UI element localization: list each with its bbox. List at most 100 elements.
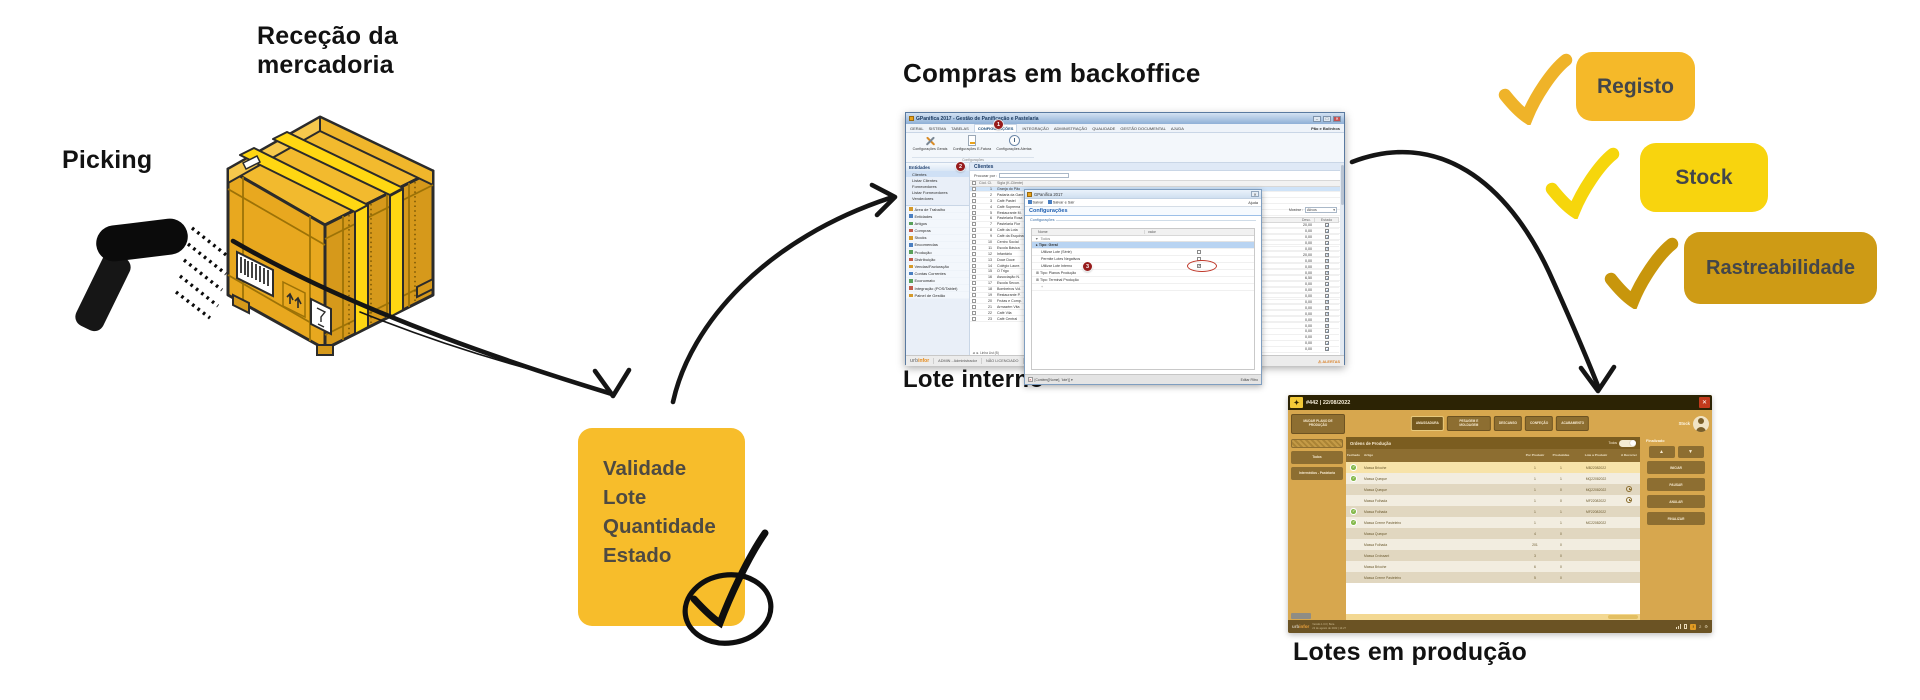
module-item[interactable]: Compras	[906, 227, 969, 235]
estado-checkbox[interactable]	[1325, 264, 1329, 270]
config-row[interactable]: Tipo: Terminal Produção	[1032, 277, 1254, 284]
sort-down-button[interactable]: ▼	[1677, 446, 1704, 458]
nav-item[interactable]: Clientes	[906, 171, 969, 178]
phase-button[interactable]: DESCANSO	[1493, 416, 1522, 431]
estado-checkbox[interactable]	[1325, 341, 1329, 347]
estado-checkbox[interactable]	[1325, 252, 1329, 258]
module-item[interactable]: Artigos	[906, 220, 969, 228]
grid-pager[interactable]: ◄ ► Linha List (B)	[972, 351, 999, 355]
row-checkbox[interactable]	[972, 316, 976, 321]
production-row[interactable]: Massa Creme Pasteleiro 5 0	[1346, 572, 1640, 583]
row-checkbox[interactable]	[972, 239, 976, 244]
sort-up-button[interactable]: ▲	[1648, 446, 1675, 458]
row-checkbox[interactable]	[972, 216, 976, 221]
row-checkbox[interactable]	[972, 281, 976, 286]
config-alertas-button[interactable]: Configurações Alertas	[994, 135, 1034, 162]
nav-item[interactable]: Fornecedores	[912, 183, 937, 189]
config-checkbox[interactable]	[1196, 249, 1202, 255]
vertical-scrollbar[interactable]	[1340, 163, 1344, 355]
row-checkbox[interactable]	[972, 275, 976, 280]
phase-button[interactable]: ACABAMENTO	[1556, 416, 1590, 431]
nav-item[interactable]: Listar Clientes	[912, 177, 938, 183]
config-row[interactable]: Permite Lotes Negativos	[1032, 256, 1254, 263]
phase-button[interactable]: AMASSADURA	[1410, 416, 1444, 431]
avatar[interactable]	[1693, 415, 1709, 432]
sidebar-filter-button[interactable]	[1291, 439, 1343, 448]
row-checkbox[interactable]	[972, 192, 976, 197]
nav-item[interactable]: Listar Fornecedores	[912, 190, 948, 196]
row-checkbox[interactable]	[972, 269, 976, 274]
estado-checkbox[interactable]	[1325, 288, 1329, 294]
help-button[interactable]: Ajuda	[1248, 200, 1258, 205]
phase-button[interactable]: PESAGEM E MOLDAGEM	[1446, 416, 1491, 431]
estado-checkbox[interactable]	[1325, 276, 1329, 282]
row-checkbox[interactable]	[972, 310, 976, 315]
gear-icon[interactable]: ⚙	[1704, 624, 1708, 629]
maximize-button[interactable]: □	[1323, 115, 1331, 122]
production-row[interactable]: Massa Creme Pasteleiro 1 1 MC22082022	[1346, 517, 1640, 528]
ribbon-tab[interactable]: GESTÃO DOCUMENTAL	[1120, 125, 1166, 131]
select-all-checkbox[interactable]	[972, 181, 976, 186]
close-button[interactable]: ✕	[1699, 397, 1710, 408]
alert-icon[interactable]: !	[1690, 623, 1697, 630]
ribbon-tab[interactable]: INTEGRAÇÃO	[1022, 125, 1049, 131]
nav-item[interactable]: Vendedores	[912, 196, 934, 202]
production-row[interactable]: Massa Queque 4 0	[1346, 528, 1640, 539]
estado-checkbox[interactable]	[1325, 282, 1329, 288]
config-gerais-button[interactable]: Configurações Gerais	[910, 135, 950, 162]
save-button[interactable]: Salvar	[1028, 200, 1043, 205]
row-checkbox[interactable]	[972, 292, 976, 297]
estado-checkbox[interactable]	[1325, 223, 1329, 229]
horizontal-scrollbar[interactable]	[1346, 614, 1640, 620]
estado-checkbox[interactable]	[1325, 329, 1329, 335]
production-row[interactable]: Massa Brioche 1 1 MB22082022	[1346, 462, 1640, 473]
phase-button[interactable]: CONFEÇÃO	[1524, 416, 1554, 431]
row-checkbox[interactable]	[972, 222, 976, 227]
row-checkbox[interactable]	[972, 245, 976, 250]
production-row[interactable]: Massa Croissant 3 0	[1346, 550, 1640, 561]
config-row[interactable]: Tipo: Planos Produção	[1032, 270, 1254, 277]
todos-toggle[interactable]	[1619, 439, 1636, 447]
ribbon-tab[interactable]: GERAL	[910, 125, 924, 131]
row-checkbox[interactable]	[972, 204, 976, 209]
module-item[interactable]: Contas Correntes	[906, 270, 969, 278]
save-exit-button[interactable]: Salvar e Sair	[1048, 200, 1075, 205]
estado-checkbox[interactable]	[1325, 241, 1329, 247]
search-input[interactable]	[999, 173, 1070, 178]
module-item[interactable]: Distribuição	[906, 256, 969, 264]
production-row[interactable]: Massa Folhada 201 0	[1346, 539, 1640, 550]
action-button[interactable]: INICIAR	[1647, 461, 1705, 474]
ribbon-tab[interactable]: TABELAS	[951, 125, 969, 131]
config-row[interactable]	[1032, 284, 1254, 291]
module-item[interactable]: Stocks	[906, 234, 969, 242]
mostrar-dropdown[interactable]: Ativos ▾	[1305, 207, 1337, 213]
config-row[interactable]: Tipo: Geral	[1032, 242, 1254, 249]
estado-checkbox[interactable]	[1325, 305, 1329, 311]
module-item[interactable]: Produção	[906, 249, 969, 257]
ribbon-tab[interactable]: QUALIDADE	[1092, 125, 1116, 131]
sidebar-filter-button[interactable]: Todos	[1291, 451, 1343, 464]
close-button[interactable]: ✕	[1333, 115, 1341, 122]
estado-checkbox[interactable]	[1325, 246, 1329, 252]
estado-checkbox[interactable]	[1325, 229, 1329, 235]
action-button[interactable]: FINALIZAR	[1647, 512, 1705, 525]
module-item[interactable]: Encomendas	[906, 241, 969, 250]
minimize-button[interactable]: –	[1313, 115, 1321, 122]
module-item[interactable]: Integração (POS/Tablet)	[906, 285, 969, 293]
row-checkbox[interactable]	[972, 198, 976, 203]
row-checkbox[interactable]	[972, 186, 976, 191]
corner-button[interactable]	[1291, 613, 1311, 619]
estado-checkbox[interactable]	[1325, 347, 1329, 353]
config-efatura-button[interactable]: Configurações E-Fatura	[952, 135, 992, 162]
module-item[interactable]: Vendas/Facturação	[906, 263, 969, 271]
estado-checkbox[interactable]	[1325, 294, 1329, 300]
estado-checkbox[interactable]	[1325, 235, 1329, 241]
module-item[interactable]: Painel de Gestão	[906, 292, 969, 300]
row-checkbox[interactable]	[972, 251, 976, 256]
row-checkbox[interactable]	[972, 287, 976, 292]
row-checkbox[interactable]	[972, 257, 976, 262]
edit-filter-button[interactable]: Editar Filtro	[1240, 377, 1258, 382]
dialog-close-button[interactable]: ✕	[1251, 191, 1259, 197]
estado-checkbox[interactable]	[1325, 258, 1329, 264]
alerts-button[interactable]: ⚠ ALERTAS	[1318, 359, 1340, 364]
